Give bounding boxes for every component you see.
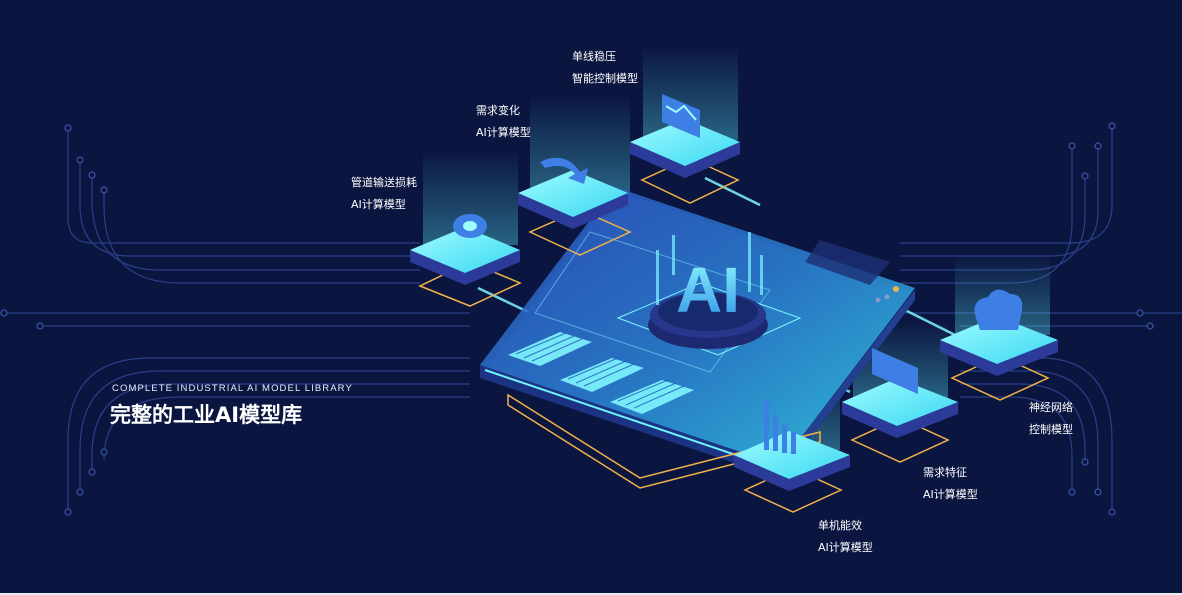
module-title: 管道输送损耗 [351, 176, 417, 189]
module-title: 神经网络 [1029, 401, 1073, 414]
module-label-pipeline-loss: 管道输送损耗 AI计算模型 [351, 172, 417, 216]
tile-single-line-pressure[interactable] [630, 94, 740, 204]
module-subtitle: AI计算模型 [923, 488, 978, 501]
pipe-gauge-icon [453, 214, 487, 238]
headline-english: COMPLETE INDUSTRIAL AI MODEL LIBRARY [112, 383, 353, 394]
monitor-wave-icon [662, 94, 700, 138]
circuit-lines-left [0, 128, 470, 512]
module-subtitle: 控制模型 [1029, 423, 1073, 436]
module-title: 需求变化 [476, 104, 520, 117]
module-subtitle: AI计算模型 [818, 541, 873, 554]
module-subtitle: AI计算模型 [351, 198, 406, 211]
circuit-nodes-right [1068, 122, 1154, 516]
tile-neural-network[interactable] [940, 289, 1058, 401]
display-icon [872, 348, 918, 394]
module-title: 单机能效 [818, 519, 862, 532]
module-label-demand-change: 需求变化 AI计算模型 [476, 100, 531, 144]
module-label-neural-network: 神经网络 控制模型 [1029, 397, 1073, 441]
module-title: 单线稳压 [572, 50, 616, 63]
tile-demand-change[interactable] [518, 157, 632, 256]
cloud-icon [974, 289, 1023, 330]
module-title: 需求特征 [923, 466, 967, 479]
module-label-single-machine-efficiency: 单机能效 AI计算模型 [818, 515, 873, 559]
tile-single-machine-efficiency[interactable] [734, 400, 850, 513]
data-chips [508, 332, 694, 414]
module-label-demand-feature: 需求特征 AI计算模型 [923, 462, 978, 506]
module-subtitle: AI计算模型 [476, 126, 531, 139]
module-subtitle: 智能控制模型 [572, 72, 638, 85]
headline-chinese: 完整的工业AI模型库 [110, 403, 303, 427]
module-label-single-line-pressure: 单线稳压 智能控制模型 [572, 46, 638, 90]
tile-demand-feature[interactable] [842, 348, 958, 463]
ai-badge-label: AI [676, 254, 740, 326]
tile-pipeline-loss[interactable] [410, 214, 522, 307]
ai-badge: AI [648, 232, 768, 349]
trend-arrow-icon [540, 157, 588, 184]
bar-chart-icon [764, 400, 796, 454]
platform-outline [507, 393, 821, 489]
circuit-nodes-left [0, 124, 108, 516]
data-chip-lines [515, 332, 685, 409]
